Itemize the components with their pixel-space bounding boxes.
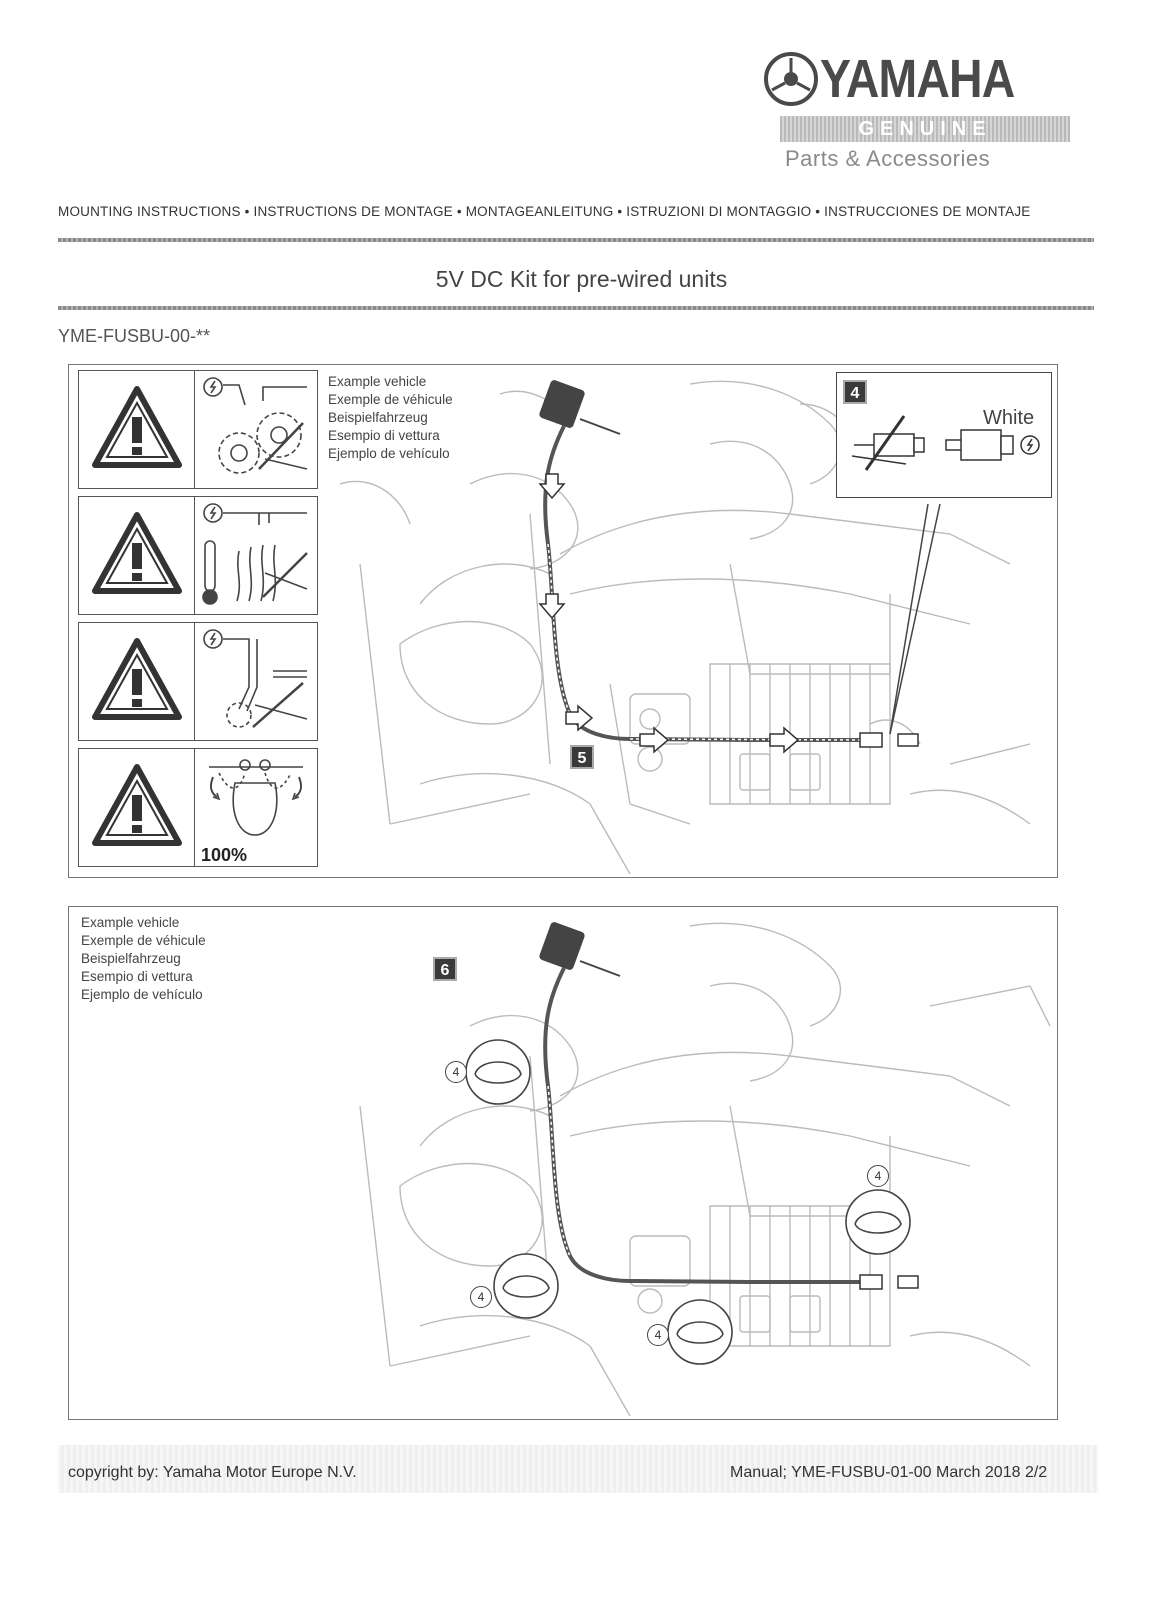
warning-triangle-icon	[92, 638, 182, 720]
warning-triangle-icon	[92, 764, 182, 846]
caption-line: Exemple de véhicule	[81, 933, 206, 948]
instructions-languages-line: MOUNTING INSTRUCTIONS • INSTRUCTIONS DE …	[58, 204, 1031, 219]
caption-line: Example vehicle	[81, 915, 180, 930]
caption-line: Esempio di vettura	[328, 428, 440, 443]
cable-tie-callout: 4	[470, 1286, 492, 1308]
caption-line: Example vehicle	[328, 374, 427, 389]
page-title: 5V DC Kit for pre-wired units	[435, 266, 728, 292]
genuine-banner: GENUINE	[780, 116, 1070, 142]
pinch-hazard-icon	[203, 629, 308, 728]
warning-triangle-icon	[92, 386, 182, 468]
caption-line: Beispielfahrzeug	[81, 951, 181, 966]
parts-accessories-text: Parts & Accessories	[785, 146, 991, 171]
connector-detail-drawing	[851, 415, 1040, 471]
gears-hazard-icon	[203, 377, 308, 474]
top-rule	[58, 238, 1094, 242]
step-number-6: 6	[433, 957, 457, 981]
example-vehicle-caption-1: Example vehicle Exemple de véhicule Beis…	[328, 373, 453, 463]
cable-tie-callout: 4	[867, 1165, 889, 1187]
warning-box-heat	[78, 496, 318, 615]
copyright-text: copyright by: Yamaha Motor Europe N.V.	[68, 1464, 357, 1481]
caption-line: Ejemplo de vehículo	[328, 446, 450, 461]
cable-tie-callout: 4	[445, 1061, 467, 1083]
title-rule	[58, 306, 1094, 310]
steering-range-icon	[209, 759, 303, 836]
warning-triangle-icon	[92, 512, 182, 594]
brand-logo-text: YAMAHA	[820, 49, 1015, 109]
warning-box-gears	[78, 370, 318, 489]
illustration-panel-2	[68, 906, 1058, 1420]
manual-reference: Manual; YME-FUSBU-01-00 March 2018 2/2	[730, 1464, 1048, 1481]
caption-line: Ejemplo de vehículo	[81, 987, 203, 1002]
motorcycle-drawing-1	[339, 380, 1051, 875]
caption-line: Exemple de véhicule	[328, 392, 453, 407]
step-number-4: 4	[843, 380, 867, 404]
warning-box-steering: 100%	[78, 748, 318, 867]
footer-band	[58, 1445, 1098, 1493]
caption-line: Beispielfahrzeug	[328, 410, 428, 425]
inset-detail-box	[836, 372, 1052, 498]
motorcycle-drawing-2	[359, 922, 1051, 1417]
step-number-5: 5	[570, 745, 594, 769]
warning-box-pinch	[78, 622, 318, 741]
cable-tie-callout: 4	[647, 1324, 669, 1346]
full-steering-percent: 100%	[201, 845, 248, 865]
connector-color-label: White	[983, 407, 1035, 429]
part-code: YME-FUSBU-00-**	[58, 326, 211, 346]
caption-line: Esempio di vettura	[81, 969, 193, 984]
example-vehicle-caption-2: Example vehicle Exemple de véhicule Beis…	[81, 914, 206, 1004]
yamaha-emblem-icon	[764, 52, 818, 106]
heat-hazard-icon	[202, 503, 308, 605]
